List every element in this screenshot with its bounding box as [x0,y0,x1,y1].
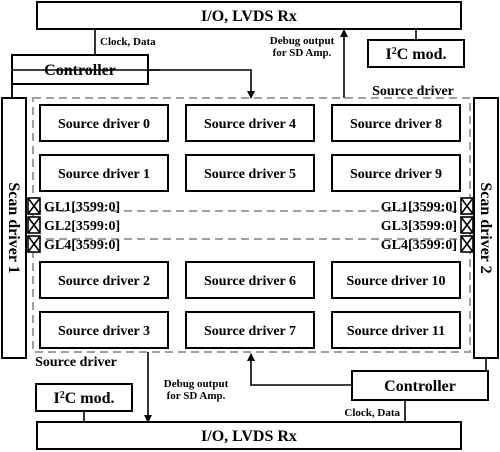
gate-line-row: GL2[3599:0] [27,216,120,234]
source-driver-label: Source driver 1 [58,167,150,182]
source-driver-label: Source driver 3 [58,324,150,339]
gate-line-row: GL1[3599:0] [381,197,474,215]
source-driver-box: Source driver 4 [185,104,315,142]
source-driver-label: Source driver 11 [347,324,445,339]
source-driver-region-bottom-label: Source driver [35,355,117,370]
gate-line-row: GL4[3599:0] [27,235,120,253]
source-driver-box: Source driver 5 [185,154,315,192]
gate-line-row: GL1[3599:0] [27,197,120,215]
i2c-module-bottom: I2C mod. [35,383,133,412]
io-lvds-rx-bottom: I/O, LVDS Rx [36,421,462,450]
debug-bottom-line2: for SD Amp. [167,390,226,402]
scan-driver-2: Scan driver 2 [473,97,499,359]
debug-top-line1: Debug output [270,35,335,47]
gate-line-label: GL1[3599:0] [381,200,457,215]
source-driver-box: Source driver 11 [331,311,461,349]
source-driver-label: Source driver 10 [346,274,445,289]
scan-driver-1: Scan driver 1 [1,97,27,359]
source-driver-label: Source driver 9 [350,167,442,182]
source-driver-label: Source driver 2 [58,274,150,289]
controller-to-source-arrow [148,69,255,99]
source-driver-grid: Source driver 0 Source driver 4 Source dri… [39,104,461,349]
controller-bottom-label: Controller [384,378,456,395]
gate-line-label: GL2[3599:0] [44,219,120,234]
io-top-label: I/O, LVDS Rx [201,8,297,25]
gate-line-row: GL4[3599:0] [381,235,474,253]
scan-driver-2-label: Scan driver 2 [477,182,494,273]
source-driver-box: Source driver 9 [331,154,461,192]
gate-line-row: GL3[3599:0] [381,216,474,234]
source-driver-box: Source driver 0 [39,104,169,142]
gate-lines-left: GL1[3599:0] GL2[3599:0] GL4[3599:0] [27,197,120,253]
i2c-bottom-label: I2C mod. [53,390,114,407]
gate-line-label: GL1[3599:0] [44,200,120,215]
source-driver-box: Source driver 6 [185,261,315,299]
gate-lines-right: GL1[3599:0] GL3[3599:0] GL4[3599:0] [381,197,474,253]
source-driver-label: Source driver 8 [350,117,442,132]
source-driver-box: Source driver 3 [39,311,169,349]
source-driver-label: Source driver 0 [58,117,150,132]
source-driver-label: Source driver 5 [204,167,296,182]
source-driver-box: Source driver 1 [39,154,169,192]
gate-line-label: GL3[3599:0] [381,219,457,234]
gate-line-label: GL4[3599:0] [381,238,457,253]
controller-bottom: Controller [351,370,489,401]
source-driver-label: Source driver 7 [204,324,296,339]
source-driver-region-top-label: Source driver [372,84,454,99]
debug-bottom-line1: Debug output [164,378,229,390]
source-driver-box: Source driver 7 [185,311,315,349]
clock-data-bottom-label: Clock, Data [344,407,400,419]
scan-driver-1-label: Scan driver 1 [5,182,22,273]
source-driver-box: Source driver 2 [39,261,169,299]
clock-data-top-label: Clock, Data [100,36,156,48]
source-driver-label: Source driver 4 [204,117,296,132]
debug-top-line2: for SD Amp. [273,47,332,59]
controller-bottom-to-source-arrow [247,353,352,386]
io-lvds-rx-top: I/O, LVDS Rx [36,1,462,30]
source-driver-box: Source driver 10 [331,261,461,299]
source-driver-label: Source driver 6 [204,274,296,289]
i2c-top-label: I2C mod. [385,46,446,63]
source-driver-box: Source driver 8 [331,104,461,142]
io-bottom-label: I/O, LVDS Rx [201,428,297,445]
gate-line-label: GL4[3599:0] [44,238,120,253]
i2c-module-top: I2C mod. [367,39,465,68]
